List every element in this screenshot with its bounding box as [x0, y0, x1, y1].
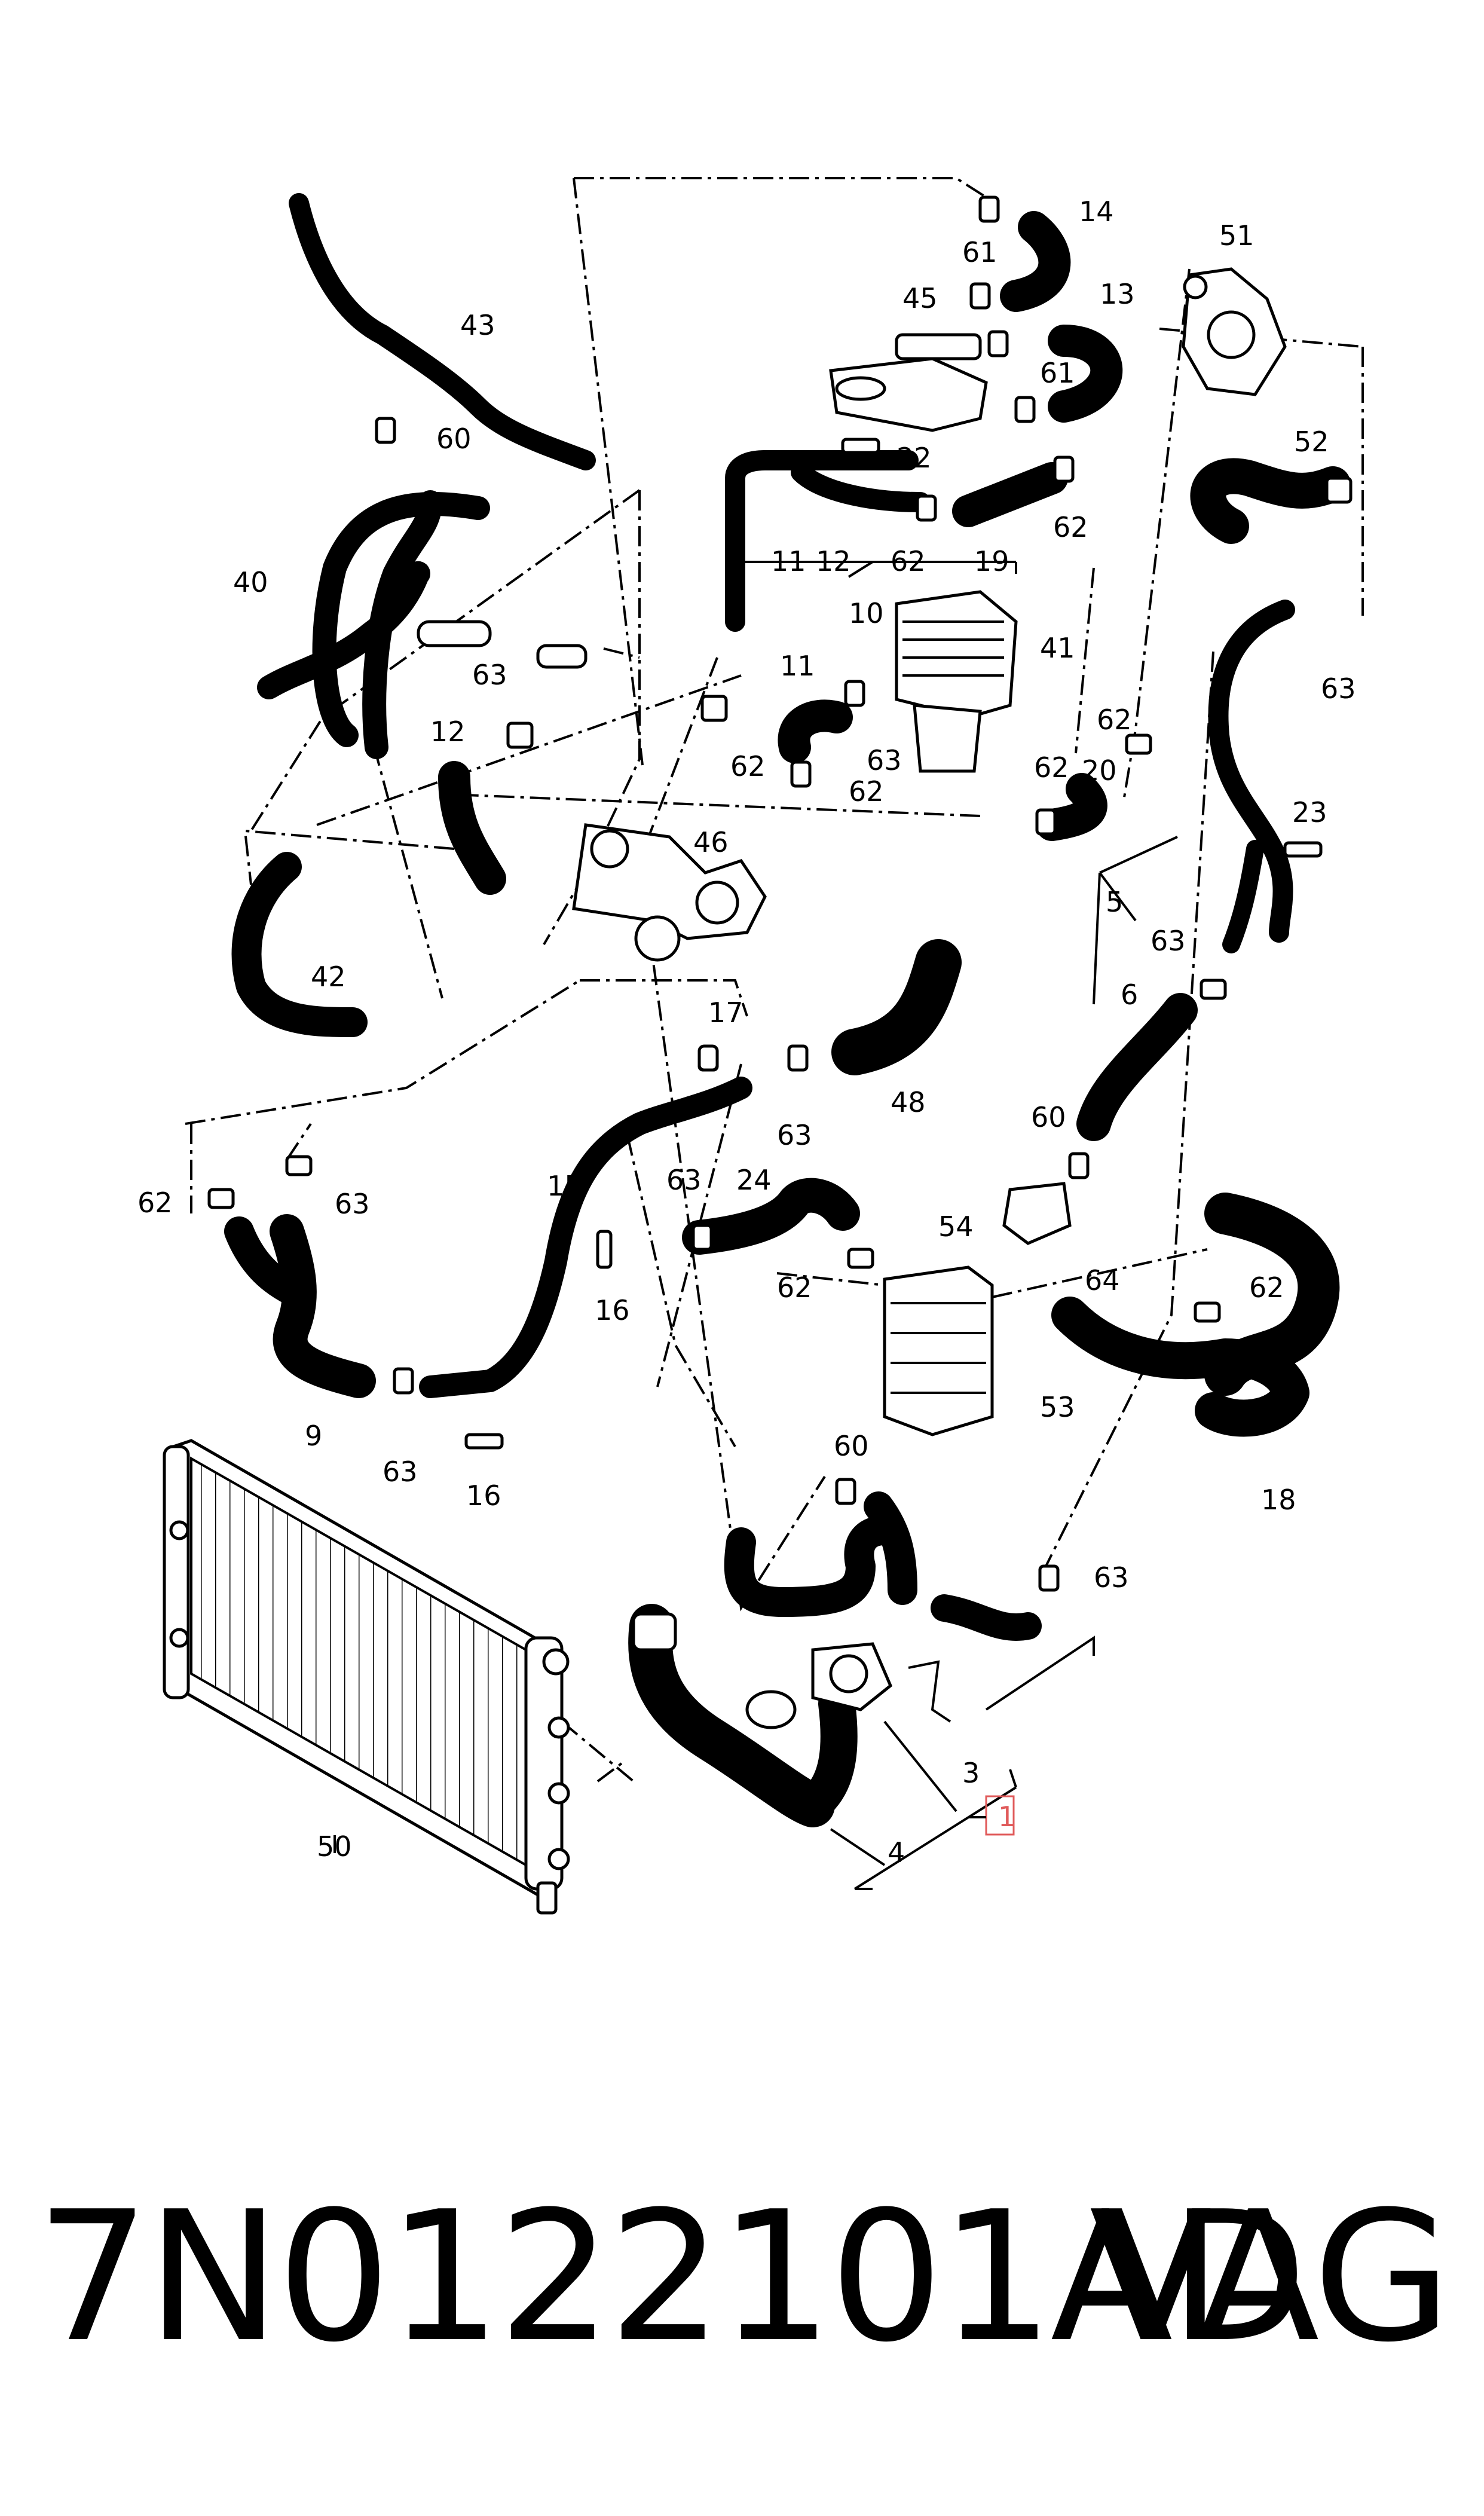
footer: 7N0122101AD VAG — [0, 2176, 1484, 2379]
part-number: 7N0122101AD — [36, 2173, 1308, 2382]
callout: 15 — [547, 1170, 582, 1202]
callout: 16 — [595, 1294, 630, 1326]
callout: 11 — [780, 650, 815, 682]
callout: 62 — [1034, 751, 1069, 784]
callout: 61 — [1040, 357, 1075, 389]
callout-labels: 14 51 61 13 45 61 43 60 22 52 62 11 12 6… — [137, 195, 1356, 1869]
hoses — [224, 211, 1351, 1827]
callout: 22 — [896, 442, 932, 474]
cooling-system-diagram: 14 51 61 13 45 61 43 60 22 52 62 11 12 6… — [137, 177, 1364, 1915]
callout: 60 — [834, 1430, 869, 1462]
callout: 3 — [962, 1757, 980, 1789]
callout: 19 — [974, 545, 1009, 577]
callout: 45 — [902, 282, 938, 314]
callout: 62 — [137, 1187, 173, 1219]
callout: 61 — [962, 236, 998, 268]
callout: 12 — [430, 716, 466, 748]
callout: 63 — [666, 1164, 702, 1196]
callout: 43 — [460, 309, 495, 341]
callout: 62 — [1249, 1271, 1284, 1304]
components — [417, 267, 1287, 1729]
callout: 1 — [998, 1800, 1015, 1833]
callout: 63 — [335, 1188, 370, 1220]
callout: 20 — [1082, 754, 1117, 787]
group-brackets — [734, 561, 1178, 1890]
leader-4 — [830, 1828, 886, 1866]
callout: 17 — [708, 996, 743, 1029]
callout: 5 — [1106, 886, 1123, 918]
callout: 53 — [1040, 1391, 1075, 1423]
callout: 4 — [888, 1836, 905, 1869]
bolts — [464, 438, 1323, 1450]
callout: 52 — [1294, 426, 1329, 458]
callout: 12 — [816, 545, 851, 577]
callout: 10 — [849, 597, 884, 629]
callout: 63 — [867, 744, 902, 776]
callout: 23 — [1292, 796, 1327, 829]
leader-lines — [185, 177, 1364, 1783]
callout: 40 — [233, 566, 268, 598]
callout: 63 — [1151, 925, 1186, 957]
callout: 62 — [1097, 704, 1132, 736]
clamps — [207, 195, 1353, 1592]
callout: 62 — [730, 750, 766, 782]
callout: 11 — [771, 545, 806, 577]
callout: 63 — [777, 1119, 812, 1151]
callout: 63 — [383, 1456, 418, 1488]
callout: 62 — [1053, 511, 1088, 543]
callout: 63 — [1094, 1561, 1129, 1594]
callout: 62 — [891, 545, 926, 577]
callout-highlight — [985, 1795, 1015, 1836]
callout: 41 — [1040, 632, 1075, 664]
callout: 46 — [693, 826, 729, 858]
callout: 18 — [1261, 1484, 1296, 1516]
callout: 42 — [311, 961, 346, 993]
pipes — [257, 193, 1295, 1398]
leader-3 — [883, 1720, 957, 1812]
callout: 63 — [472, 659, 507, 691]
callout: 51 — [1219, 219, 1254, 252]
callout: 13 — [1100, 278, 1135, 310]
callout: 63 — [1321, 672, 1356, 705]
callout: 24 — [736, 1164, 772, 1196]
callout: 62 — [849, 775, 884, 808]
callout: 54 — [938, 1210, 974, 1243]
callout: 9 — [305, 1420, 322, 1452]
callout: 16 — [466, 1479, 501, 1512]
callout: 64 — [1085, 1264, 1120, 1297]
callout: 62 — [777, 1271, 812, 1304]
callout: 60 — [436, 423, 472, 455]
callout: 6 — [1121, 979, 1138, 1011]
callout: 48 — [891, 1086, 926, 1118]
brand-name: VAG — [1089, 2173, 1452, 2382]
callout: 60 — [1031, 1101, 1066, 1133]
radiator — [163, 1439, 570, 1915]
callout: 14 — [1079, 195, 1114, 228]
